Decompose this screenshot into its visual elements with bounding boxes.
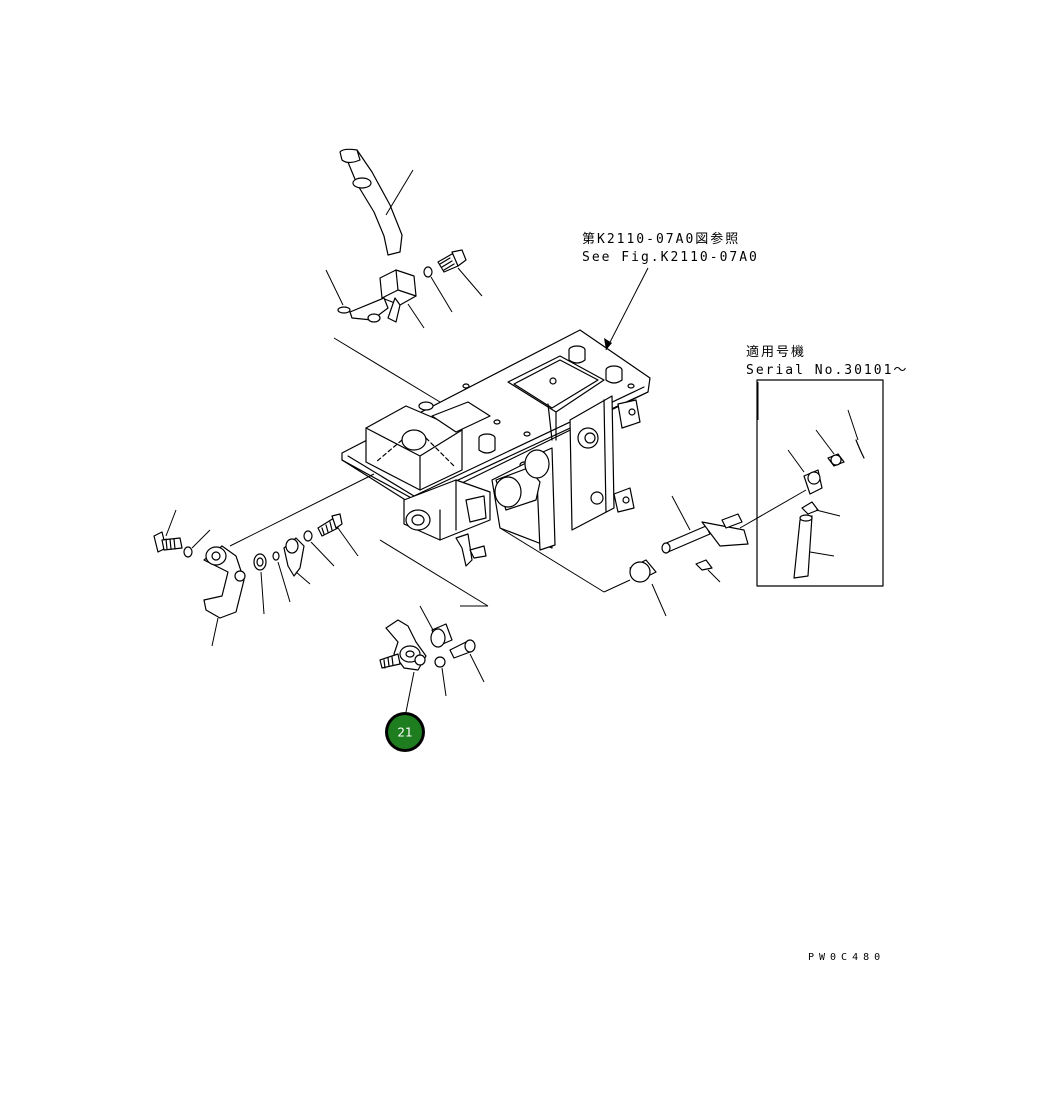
serial-note-en: Serial No.30101〜 xyxy=(746,363,908,378)
lower-linkage xyxy=(379,539,489,713)
control-lever xyxy=(339,148,414,256)
ref-note-ja: 第K2110-07A0図参照 xyxy=(582,231,740,247)
right-linkage xyxy=(499,379,884,617)
left-linkage xyxy=(153,473,375,647)
callout-label: 21 xyxy=(397,726,412,740)
solenoid-cover xyxy=(365,401,491,491)
serial-note-ja: 適用号機 xyxy=(746,344,806,360)
lever-bracket xyxy=(325,269,425,329)
callout-21[interactable]: 21 xyxy=(385,712,425,752)
drawing-code: PW0C480 xyxy=(808,952,885,963)
ref-note-en: See Fig.K2110-07A0 xyxy=(582,250,759,265)
bolt-washer-top xyxy=(423,249,483,313)
